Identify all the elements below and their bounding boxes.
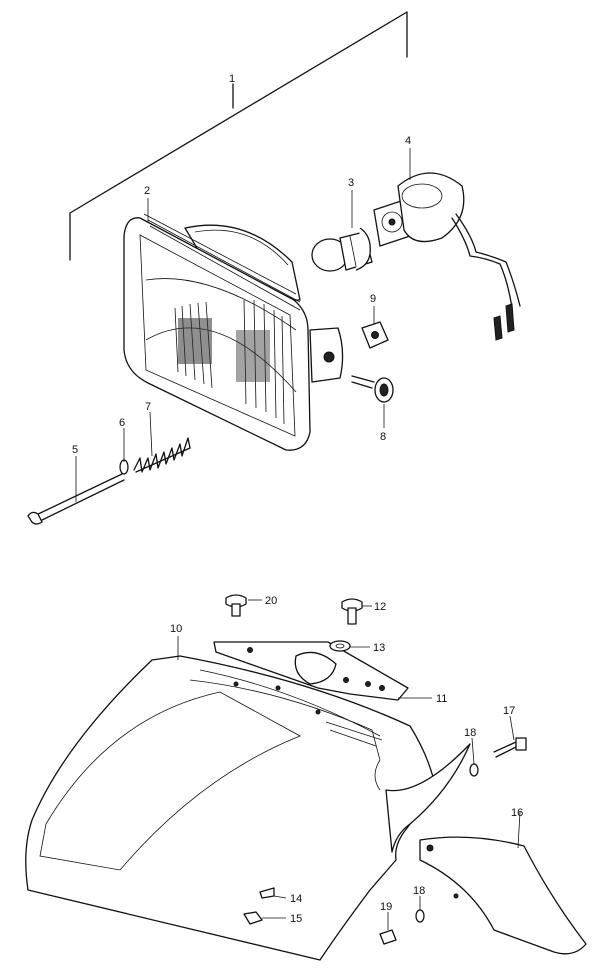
bulb-socket bbox=[373, 172, 521, 341]
label-part-12: 12 bbox=[374, 601, 386, 613]
label-part-14: 14 bbox=[290, 893, 302, 905]
label-part-5: 5 bbox=[72, 444, 78, 456]
square-nut bbox=[361, 321, 389, 349]
bolt-20 bbox=[225, 594, 247, 617]
label-part-11: 11 bbox=[436, 693, 447, 705]
bolt-17 bbox=[493, 737, 527, 758]
label-part-9: 9 bbox=[370, 293, 376, 305]
label-part-3: 3 bbox=[348, 177, 354, 189]
callout-labels: 1 2 3 4 5 6 7 8 9 10 11 12 13 14 15 16 1… bbox=[72, 73, 523, 925]
washer-18-lower bbox=[415, 909, 425, 923]
label-part-18-lower: 18 bbox=[413, 885, 425, 897]
washer bbox=[119, 459, 129, 475]
label-part-10: 10 bbox=[170, 623, 182, 635]
label-part-4: 4 bbox=[405, 135, 411, 147]
adjuster-spring bbox=[133, 437, 191, 473]
number-plate bbox=[419, 836, 587, 955]
label-part-8: 8 bbox=[380, 431, 386, 443]
mounting-bolt bbox=[351, 375, 394, 403]
headlight-bulb bbox=[311, 227, 373, 272]
label-part-2: 2 bbox=[144, 185, 150, 197]
nut-15 bbox=[243, 911, 263, 925]
label-part-17: 17 bbox=[503, 705, 515, 717]
leader-lines bbox=[75, 148, 521, 930]
washer-18-upper bbox=[469, 763, 479, 777]
washer-13 bbox=[329, 640, 351, 652]
nut-19 bbox=[379, 929, 397, 945]
label-part-16: 16 bbox=[511, 807, 523, 819]
label-part-1: 1 bbox=[229, 73, 235, 85]
label-part-20: 20 bbox=[265, 595, 277, 607]
adjuster-screw bbox=[27, 473, 125, 525]
label-part-13: 13 bbox=[373, 642, 385, 654]
assembly-bracket bbox=[69, 11, 408, 261]
bolt-12 bbox=[341, 598, 363, 625]
label-part-6: 6 bbox=[119, 417, 125, 429]
headlight-unit bbox=[123, 213, 344, 451]
label-part-15: 15 bbox=[290, 913, 302, 925]
label-part-19: 19 bbox=[380, 901, 392, 913]
front-fender bbox=[25, 655, 471, 961]
label-part-7: 7 bbox=[145, 401, 151, 413]
label-part-18-upper: 18 bbox=[464, 727, 476, 739]
